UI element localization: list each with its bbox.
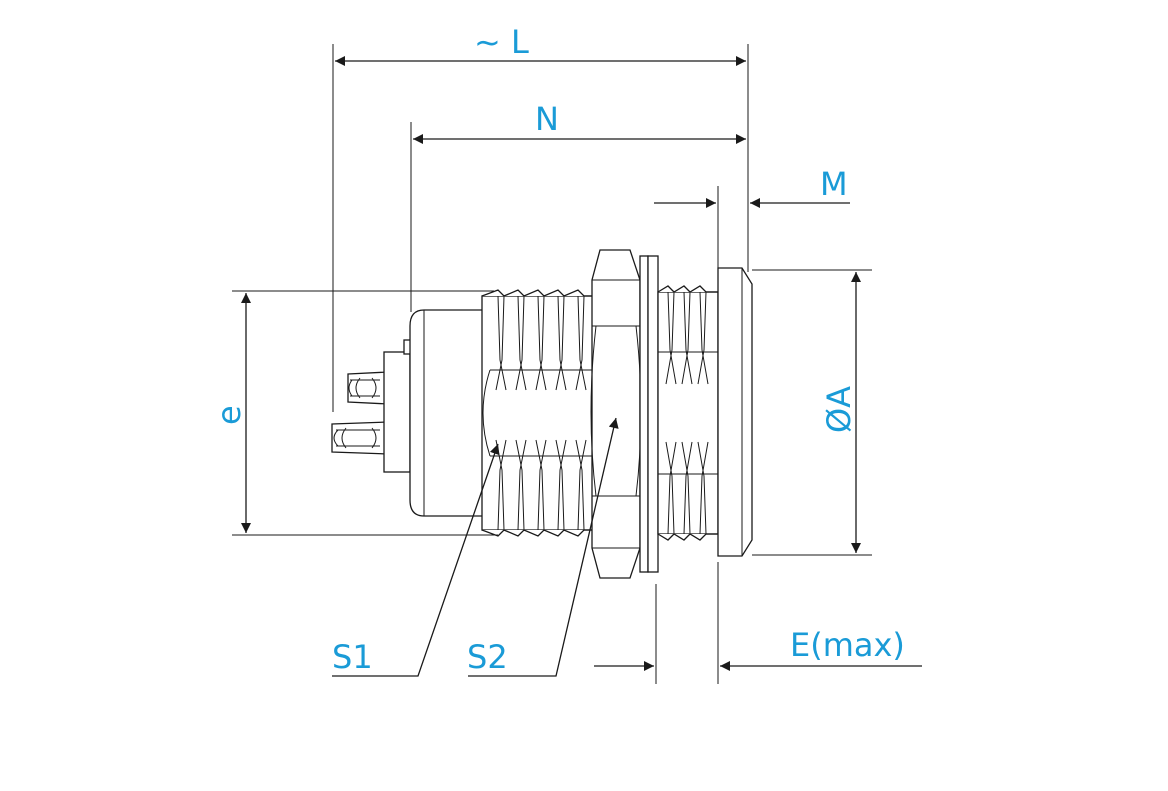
- rear-cap: [409, 309, 491, 517]
- washer: [639, 255, 649, 573]
- label-diameter-a: ØA: [820, 386, 858, 433]
- dimension-labels: ~ L N M ØA e S1 S2 E(max): [210, 23, 905, 676]
- front-flange: [717, 267, 753, 557]
- label-s2: S2: [467, 638, 508, 676]
- label-overall-length: ~ L: [474, 23, 529, 61]
- label-m: M: [820, 165, 848, 203]
- rear-pins: [331, 339, 415, 473]
- leader-s1: [332, 443, 500, 677]
- label-e-max: E(max): [790, 626, 905, 664]
- label-s1: S1: [332, 638, 373, 676]
- dimension-lines: [232, 44, 922, 684]
- leader-s2: [468, 417, 619, 677]
- hex-nut: [590, 249, 642, 579]
- connector-part: [331, 249, 753, 579]
- lock-washer: [647, 255, 659, 573]
- front-thread: [657, 285, 719, 541]
- label-n: N: [535, 100, 559, 138]
- threaded-body: [481, 289, 600, 537]
- label-thread-e: e: [210, 405, 248, 425]
